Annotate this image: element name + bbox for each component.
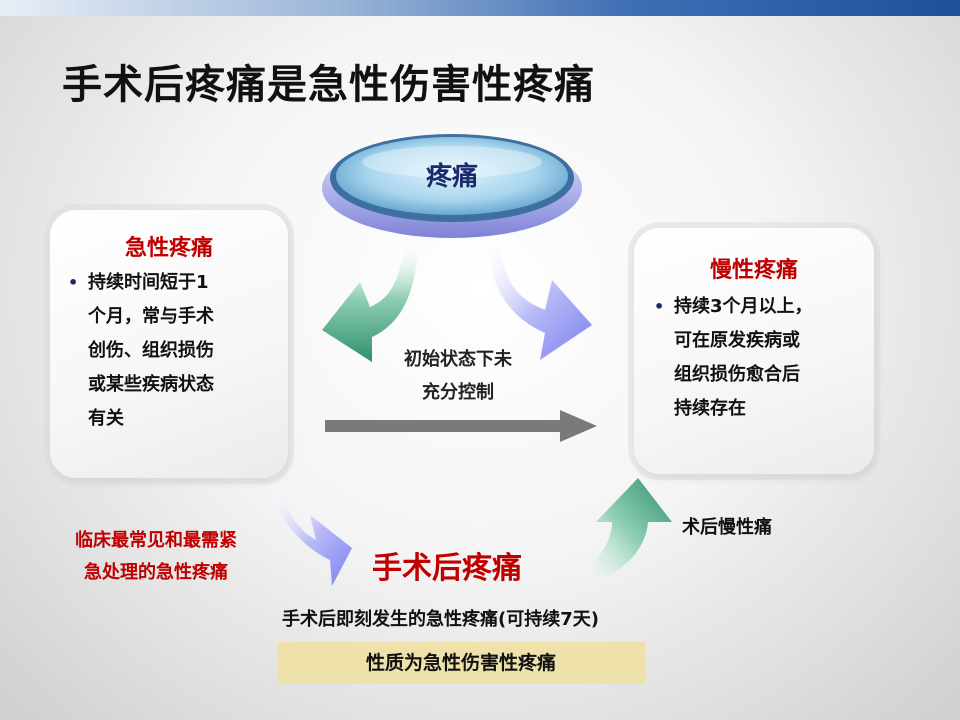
chronic-line: 持续存在 xyxy=(674,398,746,419)
bullet-icon: • xyxy=(68,273,79,292)
postop-definition: 手术后即刻发生的急性疼痛(可持续7天) xyxy=(282,609,599,630)
postop-pain-label: 手术后疼痛 xyxy=(372,551,522,586)
clinical-note-line: 临床最常见和最需紧 xyxy=(75,530,237,551)
chronic-pain-title: 慢性疼痛 xyxy=(709,258,798,283)
arrow-to-acute xyxy=(322,245,418,362)
postop-chronic-label: 术后慢性痛 xyxy=(682,517,772,538)
acute-pain-card: 急性疼痛 • 持续时间短于1 个月，常与手术 创伤、组织损伤 或某些疾病状态 有… xyxy=(50,210,288,478)
pain-node: 疼痛 xyxy=(320,130,584,240)
acute-line: 或某些疾病状态 xyxy=(88,374,214,395)
acute-line: 创伤、组织损伤 xyxy=(88,340,214,361)
chronic-line: 持续3个月以上， xyxy=(674,296,813,317)
acute-line: 有关 xyxy=(88,408,124,429)
transition-label: 初始状态下未 充分控制 xyxy=(360,343,556,409)
acute-pain-title: 急性疼痛 xyxy=(124,236,213,261)
acute-line: 个月，常与手术 xyxy=(88,306,214,327)
clinical-note-line: 急处理的急性疼痛 xyxy=(84,562,228,583)
slide-title: 手术后疼痛是急性伤害性疼痛 xyxy=(62,62,595,108)
acute-pain-description: • 持续时间短于1 个月，常与手术 创伤、组织损伤 或某些疾病状态 有关 xyxy=(68,266,214,436)
chronic-line: 组织损伤愈合后 xyxy=(674,364,800,385)
arrow-postop-to-chronic xyxy=(580,478,672,582)
chronic-pain-description: • 持续3个月以上， 可在原发疾病或 组织损伤愈合后 持续存在 xyxy=(654,290,813,426)
transition-line: 充分控制 xyxy=(422,382,494,403)
nature-box: 性质为急性伤害性疼痛 xyxy=(277,642,645,684)
pain-node-label: 疼痛 xyxy=(425,162,478,192)
arrow-to-chronic xyxy=(488,247,592,360)
clinical-note: 临床最常见和最需紧 急处理的急性疼痛 xyxy=(44,525,268,589)
top-accent-bar xyxy=(0,0,960,16)
pain-ellipse xyxy=(322,134,582,238)
chronic-line: 可在原发疾病或 xyxy=(674,330,800,351)
acute-line: 持续时间短于1 xyxy=(88,272,209,293)
bullet-icon: • xyxy=(654,297,665,316)
arrow-acute-to-chronic xyxy=(325,410,597,442)
transition-line: 初始状态下未 xyxy=(404,349,512,370)
arrow-to-postop xyxy=(272,492,352,586)
chronic-pain-card: 慢性疼痛 • 持续3个月以上， 可在原发疾病或 组织损伤愈合后 持续存在 xyxy=(634,228,874,474)
